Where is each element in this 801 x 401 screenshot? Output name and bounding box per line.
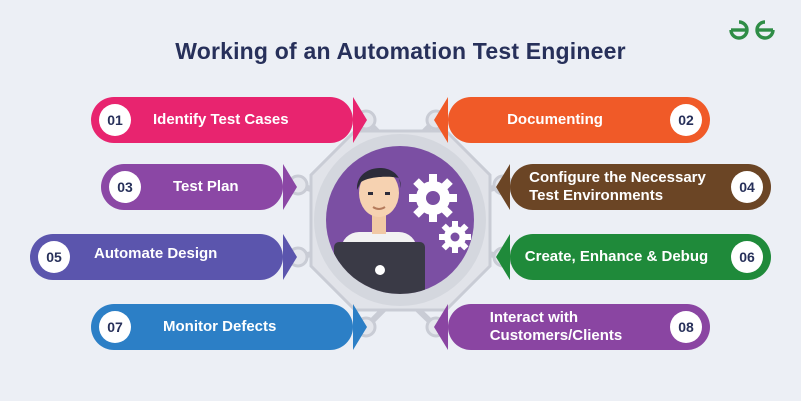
step-arrow [496, 164, 510, 210]
gear-icon [439, 221, 471, 253]
step-label: Create, Enhance & Debug [524, 248, 709, 265]
gear-icon [409, 174, 457, 222]
step-label: Interact with Customers/Clients [488, 309, 623, 345]
step-arrow [353, 97, 367, 143]
step-07: 07 Monitor Defects [91, 304, 367, 350]
step-arrow [434, 97, 448, 143]
step-label: Documenting [507, 111, 603, 128]
step-label-line: Interact with [489, 309, 579, 326]
step-number-badge: 06 [731, 241, 763, 273]
step-label: Identify Test Cases [153, 111, 289, 128]
step-arrow [283, 234, 297, 280]
step-number-badge: 05 [38, 241, 70, 273]
step-label: Test Plan [173, 178, 239, 195]
step-02: Documenting 02 [434, 97, 710, 143]
step-label: Configure the Necessary Test Environment… [527, 169, 706, 205]
step-04: Configure the Necessary Test Environment… [496, 164, 771, 210]
step-number-badge: 03 [109, 171, 141, 203]
step-number-badge: 04 [731, 171, 763, 203]
step-arrow [434, 304, 448, 350]
gfg-logo-icon [729, 20, 775, 40]
step-arrow [283, 164, 297, 210]
step-label-line: Customers/Clients [489, 327, 623, 344]
step-03: 03 Test Plan [101, 164, 297, 210]
step-05: 05 Automate Design [30, 234, 297, 280]
step-label: Monitor Defects [163, 318, 277, 335]
step-06: Create, Enhance & Debug 06 [496, 234, 771, 280]
step-number-badge: 08 [670, 311, 702, 343]
step-01: 01 Identify Test Cases [91, 97, 367, 143]
step-08: Interact with Customers/Clients 08 [434, 304, 710, 350]
step-arrow [353, 304, 367, 350]
step-arrow [496, 234, 510, 280]
step-number-badge: 01 [99, 104, 131, 136]
page-title: Working of an Automation Test Engineer [175, 38, 626, 64]
step-number-badge: 07 [99, 311, 131, 343]
step-label-line: Test Environments [529, 187, 664, 204]
step-label: Automate Design [94, 245, 218, 262]
step-number-badge: 02 [670, 104, 702, 136]
step-label-line: Configure the Necessary [529, 169, 706, 186]
